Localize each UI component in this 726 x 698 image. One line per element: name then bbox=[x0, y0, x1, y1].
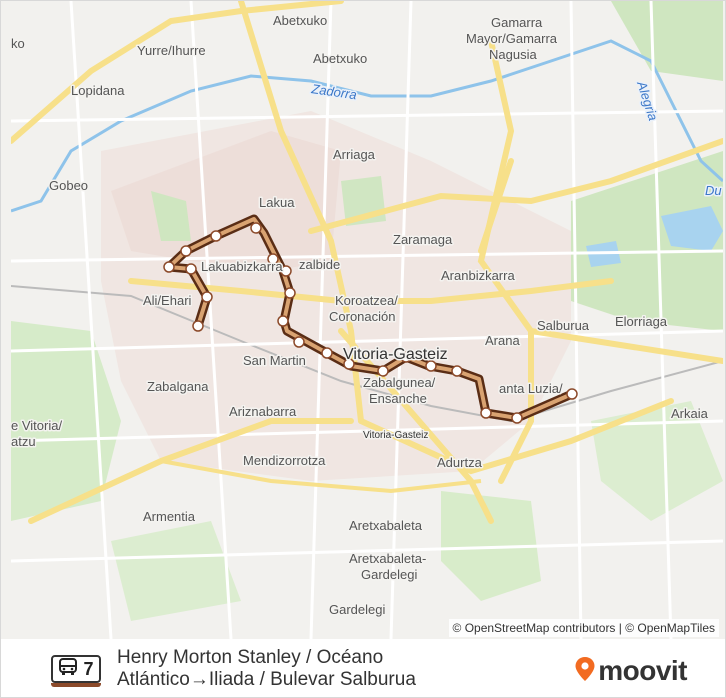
stop bbox=[210, 230, 222, 242]
stop bbox=[201, 291, 213, 303]
label-aranbizkarra: Aranbizkarra bbox=[441, 268, 515, 283]
label-abetxuko-top: Abetxuko bbox=[273, 13, 327, 28]
label-gardelegi: Gardelegi bbox=[329, 602, 385, 617]
location-pin-icon bbox=[574, 656, 596, 687]
label-adurtza: Adurtza bbox=[437, 455, 483, 470]
label-gobeo: Gobeo bbox=[49, 178, 88, 193]
stop bbox=[566, 388, 578, 400]
label-arkaia: Arkaia bbox=[671, 406, 709, 421]
stop bbox=[250, 222, 262, 234]
route-badge: 7 bbox=[51, 655, 101, 687]
label-lopidana: Lopidana bbox=[71, 83, 125, 98]
label-aretxabaleta-gardelegi: Aretxabaleta- bbox=[349, 551, 426, 566]
bus-icon bbox=[58, 657, 78, 682]
label-santalucia: anta Luzia/ bbox=[499, 381, 563, 396]
stop bbox=[480, 407, 492, 419]
stop bbox=[185, 263, 197, 275]
label-ensanche: Ensanche bbox=[369, 391, 427, 406]
moovit-wordmark: moovit bbox=[598, 655, 687, 686]
route-title-line-1: Henry Morton Stanley / Océano bbox=[117, 647, 384, 668]
label-yurre: Yurre/Ihurre bbox=[137, 43, 206, 58]
label-mendizorrotza: Mendizorrotza bbox=[243, 453, 326, 468]
stop bbox=[192, 320, 204, 332]
stop bbox=[400, 351, 412, 363]
label-station: Vitoria-Gasteiz bbox=[363, 430, 428, 441]
label-vitoria-left-2: atzu bbox=[11, 434, 36, 449]
stop bbox=[180, 245, 192, 257]
stop bbox=[511, 412, 523, 424]
route-footer: 7 Henry Morton Stanley / Océano Atlántic… bbox=[1, 639, 725, 697]
stop bbox=[377, 365, 389, 377]
stop bbox=[267, 253, 279, 265]
label-nagusia: Nagusia bbox=[489, 47, 537, 62]
label-abetxuko: Abetxuko bbox=[313, 51, 367, 66]
label-du: Du bbox=[705, 183, 722, 198]
label-zaramaga: Zaramaga bbox=[393, 232, 453, 247]
label-koroatzea: Koroatzea/ bbox=[335, 293, 398, 308]
label-aretxabaleta: Aretxabaleta bbox=[349, 518, 423, 533]
label-elorriaga: Elorriaga bbox=[615, 314, 668, 329]
label-coronacion: Coronación bbox=[329, 309, 396, 324]
stop bbox=[277, 315, 289, 327]
label-gardelegi-line: Gardelegi bbox=[361, 567, 417, 582]
map-attribution[interactable]: © OpenStreetMap contributors | © OpenMap… bbox=[448, 619, 719, 637]
route-map[interactable]: Abetxuko Gamarra Mayor/Gamarra Nagusia Y… bbox=[11, 1, 723, 639]
stop bbox=[343, 358, 355, 370]
label-armentia: Armentia bbox=[143, 509, 196, 524]
stop bbox=[321, 347, 333, 359]
label-vitoria-gasteiz: Vitoria-Gasteiz bbox=[343, 346, 448, 363]
moovit-logo[interactable]: moovit bbox=[574, 655, 687, 687]
label-lakuabizkarra: Lakuabizkarra bbox=[201, 259, 283, 274]
route-title-line-2: Atlántico→Iliada / Bulevar Salburua bbox=[117, 669, 416, 690]
label-arana: Arana bbox=[485, 333, 520, 348]
label-arriaga: Arriaga bbox=[333, 147, 376, 162]
label-gamarra-mayor: Mayor/Gamarra bbox=[466, 31, 558, 46]
stop bbox=[451, 365, 463, 377]
label-zalbide: zalbide bbox=[299, 257, 340, 272]
stop bbox=[163, 261, 175, 273]
label-zabalgunea: Zabalgunea/ bbox=[363, 375, 436, 390]
label-lakua: Lakua bbox=[259, 195, 295, 210]
route-stops bbox=[163, 222, 578, 424]
label-vitoria-left: e Vitoria/ bbox=[11, 418, 62, 433]
label-sanmartin: San Martin bbox=[243, 353, 306, 368]
label-ali: Ali/Ehari bbox=[143, 293, 192, 308]
stop bbox=[293, 336, 305, 348]
label-salburua: Salburua bbox=[537, 318, 590, 333]
route-title: Henry Morton Stanley / Océano Atlántico→… bbox=[117, 647, 477, 691]
label-small-left: ko bbox=[11, 36, 25, 51]
stop bbox=[425, 360, 437, 372]
label-gamarra: Gamarra bbox=[491, 15, 543, 30]
stop bbox=[284, 287, 296, 299]
label-zabalgana: Zabalgana bbox=[147, 379, 209, 394]
map-labels: Abetxuko Gamarra Mayor/Gamarra Nagusia Y… bbox=[11, 12, 723, 619]
label-ariznabarra: Ariznabarra bbox=[229, 404, 297, 419]
stop bbox=[280, 265, 292, 277]
route-number: 7 bbox=[83, 658, 94, 679]
